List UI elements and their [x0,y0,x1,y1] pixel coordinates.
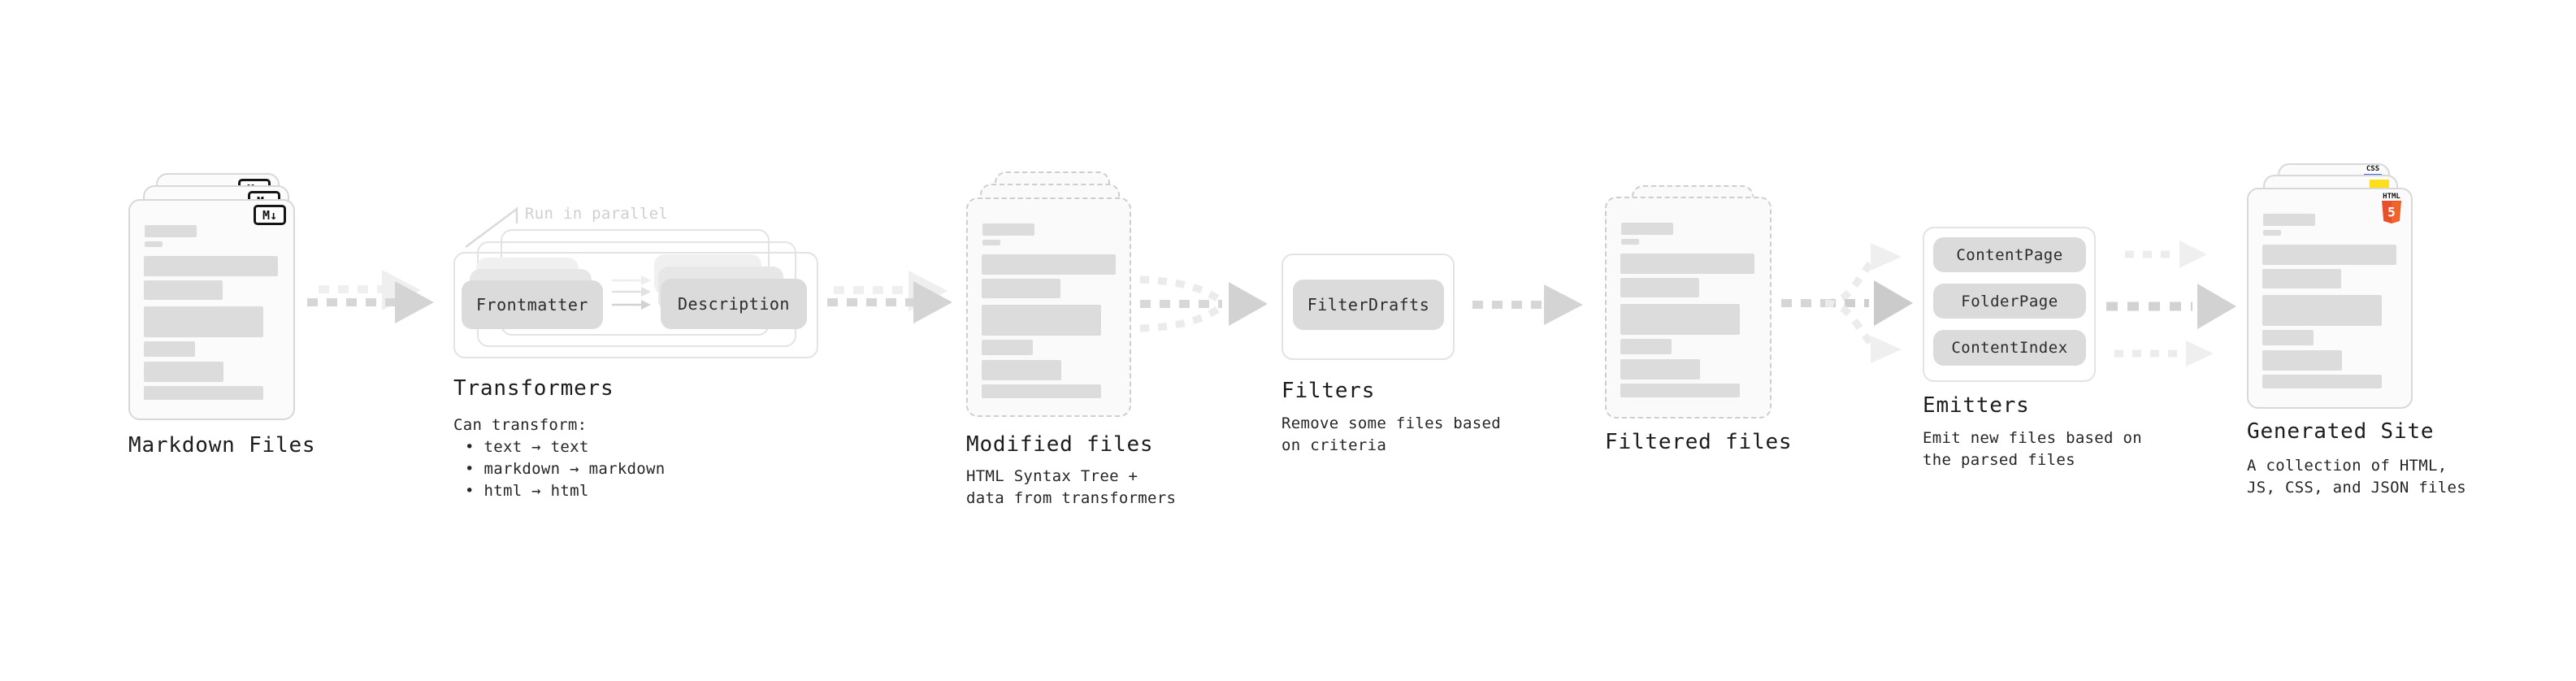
placeholder-line [2262,295,2382,326]
stage-title-filtered-files: Filtered files [1605,430,1793,454]
filters-subtitle: on criteria [1281,436,1387,454]
placeholder-line [982,340,1033,355]
placeholder-line [2262,375,2382,388]
placeholder-line [144,362,223,382]
placeholder-line [982,360,1061,380]
transformer-frame-front [453,252,818,358]
placeholder-line [144,386,263,400]
placeholder-line [1620,339,1672,354]
placeholder-line [145,241,163,247]
arrow-filters-to-filtered [1472,284,1583,325]
transformers-bullet: • html → html [465,482,589,500]
stage-title-modified-files: Modified files [966,432,1154,457]
js-icon [2370,180,2389,190]
placeholder-line [144,280,223,300]
markdown-icon: M↓ [254,205,286,225]
placeholder-line [144,256,278,276]
placeholder-line [982,305,1101,336]
svg-text:5: 5 [2387,205,2396,220]
parallel-transform-arrows [612,275,651,310]
arrow-transformers-to-modified [827,271,952,323]
emitters-subtitle: Emit new files based on [1923,429,2142,447]
transformers-bullet: • text → text [465,438,589,456]
document-sheet-front [2247,188,2413,409]
placeholder-line [1621,223,1673,235]
placeholder-line [1620,304,1740,335]
placeholder-line [2262,269,2341,288]
placeholder-line [1621,239,1639,245]
css-icon-label: CSS [2366,165,2380,173]
document-content-placeholder [968,199,1130,415]
emitter-pill-contentpage: ContentPage [1933,237,2086,272]
stage-title-markdown-files: Markdown Files [128,433,316,458]
html5-icon: HTML 5 [2380,193,2403,223]
generated-site-subtitle: A collection of HTML, [2247,457,2448,475]
placeholder-line [144,341,195,357]
placeholder-line [2262,330,2314,345]
placeholder-line [1620,384,1740,397]
document-sheet-front [966,197,1131,417]
document-sheet-front [1605,197,1772,419]
transformer-pill-frontmatter: Frontmatter [462,280,603,329]
placeholder-line [982,384,1101,398]
modified-files-subtitle: HTML Syntax Tree + [966,467,1138,485]
placeholder-line [982,223,1034,236]
placeholder-line [2263,230,2281,236]
run-in-parallel-leader-line [465,206,518,249]
transformer-pill-description: Description [661,279,807,329]
emitter-pill-folderpage: FolderPage [1933,284,2086,319]
arrow-markdown-to-transformers [307,270,434,323]
html5-shield: 5 [2382,201,2401,223]
generated-site-subtitle: JS, CSS, and JSON files [2247,479,2466,497]
placeholder-line [982,254,1116,275]
placeholder-line [982,240,1000,245]
placeholder-line [145,225,197,237]
placeholder-line [1620,254,1754,274]
placeholder-line [1620,278,1699,297]
run-in-parallel-note: Run in parallel [525,205,669,223]
filter-pill-filterdrafts: FilterDrafts [1293,280,1444,330]
document-content-placeholder [2249,189,2411,407]
html5-icon-label: HTML [2383,193,2400,201]
document-sheet-front [128,199,295,420]
stage-title-generated-site: Generated Site [2247,419,2435,444]
stage-title-emitters: Emitters [1923,393,2030,418]
document-content-placeholder [130,201,293,419]
stage-title-transformers: Transformers [453,376,614,401]
placeholder-line [2263,214,2315,226]
transformers-bullet: • markdown → markdown [465,460,666,478]
document-content-placeholder [1607,198,1770,417]
filters-subtitle: Remove some files based [1281,414,1501,432]
placeholder-line [2262,350,2342,371]
arrows-emitters-to-generated [2106,241,2236,367]
arrow-filtered-to-emitters-fan-out [1781,243,1913,363]
emitter-pill-contentindex: ContentIndex [1933,330,2086,366]
arrow-modified-to-filters-fan-in [1139,275,1268,332]
placeholder-line [1620,359,1700,380]
transformers-description-heading: Can transform: [453,416,588,434]
placeholder-line [144,306,263,337]
modified-files-subtitle: data from transformers [966,489,1177,507]
placeholder-line [2262,245,2396,265]
stage-title-filters: Filters [1281,379,1376,403]
emitters-subtitle: the parsed files [1923,451,2075,469]
placeholder-line [982,279,1060,298]
